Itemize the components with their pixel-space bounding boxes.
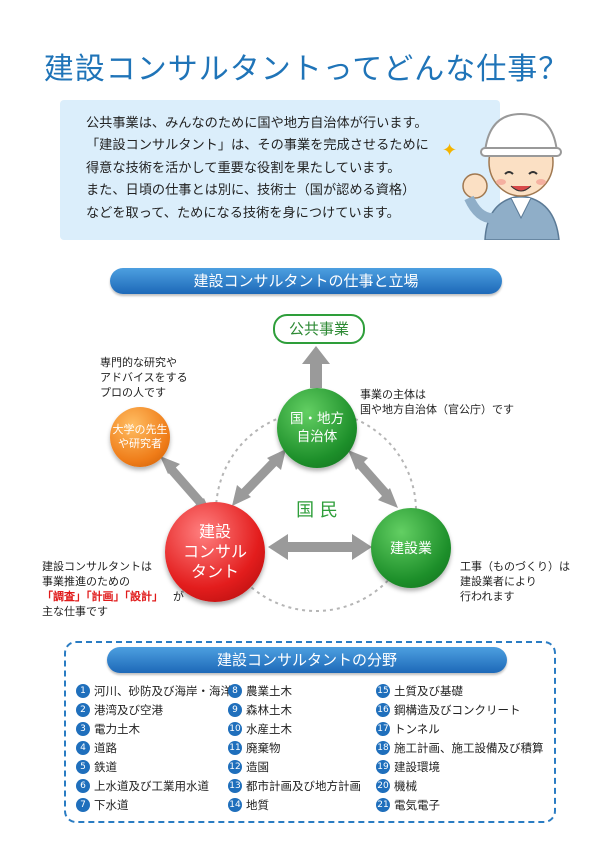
number-badge: 14	[228, 797, 242, 812]
number-badge: 19	[376, 759, 390, 774]
professor-node: 大学の先生 や研究者	[110, 407, 170, 467]
public-works-label: 公共事業	[273, 314, 365, 344]
number-badge: 13	[228, 778, 242, 793]
number-badge: 15	[376, 683, 390, 698]
government-node: 国・地方 自治体	[277, 388, 357, 468]
government-note: 事業の主体は 国や地方自治体（官公庁）です	[360, 388, 514, 416]
number-badge: 20	[376, 778, 390, 793]
number-badge: 9	[228, 702, 242, 717]
number-badge: 4	[76, 740, 90, 755]
intro-text: 公共事業は、みんなのために国や地方自治体が行います。 「建設コンサルタント」は、…	[86, 113, 486, 225]
number-badge: 10	[228, 721, 242, 736]
sparkle-icon: ✦	[442, 140, 458, 161]
number-badge: 8	[228, 683, 242, 698]
intro-box	[60, 100, 500, 240]
number-badge: 21	[376, 797, 390, 812]
arrow-up	[302, 346, 330, 388]
number-badge: 7	[76, 797, 90, 812]
arrow-government-contractor	[348, 450, 398, 508]
construction-worker-illustration	[462, 112, 562, 240]
arrow-government-consultant	[232, 449, 286, 506]
consultant-node: 建設 コンサル タント	[165, 502, 265, 602]
section-banner-role: 建設コンサルタントの仕事と立場	[110, 268, 502, 294]
intro-line: 得意な技術を活かして重要な役割を果たしています。	[86, 160, 401, 176]
contractor-note: 工事（ものづくり）は 建設業者により 行われます	[460, 560, 570, 603]
number-badge: 2	[76, 702, 90, 717]
number-badge: 18	[376, 740, 390, 755]
contractor-node: 建設業	[371, 508, 451, 588]
page-title: 建設コンサルタントってどんな仕事？	[43, 52, 570, 87]
professor-note: 専門的な研究や アドバイスをする プロの人です	[100, 356, 188, 399]
number-badge: 16	[376, 702, 390, 717]
arrow-consultant-contractor	[268, 534, 372, 560]
number-badge: 6	[76, 778, 90, 793]
number-badge: 3	[76, 721, 90, 736]
intro-line: 公共事業は、みんなのために国や地方自治体が行います。	[86, 116, 428, 131]
consultant-note-highlight: 「調査」「計画」「設計」	[42, 590, 163, 603]
consultant-note: 建設コンサルタントは 事業推進のための 「調査」「計画」「設計」が 主な仕事です	[42, 560, 184, 618]
intro-line: 「建設コンサルタント」は、その事業を完成させるために	[86, 138, 429, 154]
number-badge: 11	[228, 740, 242, 755]
number-badge: 5	[76, 759, 90, 774]
section-banner-fields: 建設コンサルタントの分野	[107, 647, 507, 673]
number-badge: 12	[228, 759, 242, 774]
intro-line: などを取って、ためになる技術を身につけています。	[86, 205, 400, 221]
nation-label: 国 民	[296, 500, 338, 521]
intro-line: また、日頃の仕事とは別に、技術士（国が認める資格）	[86, 183, 416, 199]
fields-box	[64, 641, 556, 823]
number-badge: 1	[76, 683, 90, 698]
number-badge: 17	[376, 721, 390, 736]
